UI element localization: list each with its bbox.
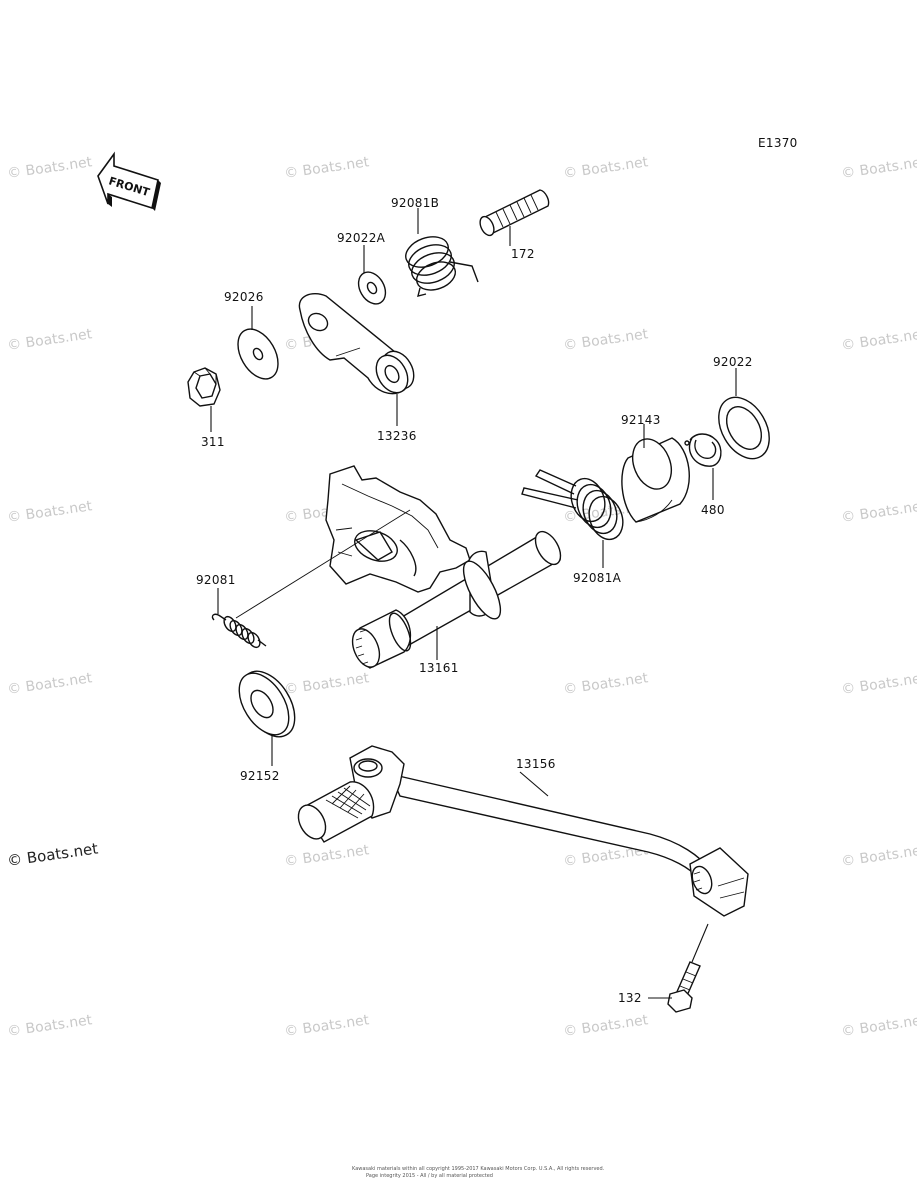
leader-13156 (519, 771, 549, 797)
pin-172 (479, 189, 550, 237)
seal-92152 (238, 670, 296, 738)
callout-92143: 92143 (621, 413, 661, 427)
footer-copyright-line2: Page integrity 2015 - All / by all mater… (366, 1173, 493, 1179)
spring-92081A (521, 469, 624, 541)
callout-172: 172 (511, 247, 535, 261)
spring-92081 (211, 613, 267, 649)
watermark: © Boats.net (562, 1012, 649, 1040)
watermark: © Boats.net (562, 154, 649, 182)
watermark: © Boats.net (6, 498, 93, 526)
collar-92143 (621, 437, 690, 523)
callout-13236: 13236 (377, 429, 417, 443)
footer-copyright: Kawasaki materials within all copyright … (352, 1166, 605, 1172)
watermark: © Boats.net (562, 326, 649, 354)
spring-92081B (405, 236, 479, 297)
watermark: © Boats.net (840, 670, 917, 698)
callout-13161: 13161 (419, 661, 459, 675)
callout-92152: 92152 (240, 769, 280, 783)
bolt-132 (667, 961, 701, 1013)
watermark: © Boats.net (840, 154, 917, 182)
watermark: © Boats.net (562, 670, 649, 698)
callout-92022: 92022 (713, 355, 753, 369)
leader-132-upper (691, 923, 709, 963)
watermark-dark: © Boats.net (6, 839, 99, 870)
watermark: © Boats.net (283, 842, 370, 870)
watermark: © Boats.net (840, 498, 917, 526)
watermark: © Boats.net (283, 670, 370, 698)
callout-92026: 92026 (224, 290, 264, 304)
shift-pedal-13156 (297, 745, 749, 917)
callout-92022A: 92022A (337, 231, 386, 245)
shift-lever-13236 (298, 292, 415, 395)
watermark: © Boats.net (6, 326, 93, 354)
callout-92081B: 92081B (391, 196, 439, 210)
washer-92026 (237, 328, 279, 380)
diagram-code: E1370 (758, 136, 798, 150)
washer-92022A (357, 271, 387, 305)
callout-92081: 92081 (196, 573, 236, 587)
nut-311 (187, 367, 221, 407)
front-arrow-icon: FRONT (97, 151, 161, 211)
callout-92081A: 92081A (573, 571, 622, 585)
callout-480: 480 (701, 503, 725, 517)
watermark: © Boats.net (6, 670, 93, 698)
watermark: © Boats.net (840, 326, 917, 354)
watermark: © Boats.net (283, 1012, 370, 1040)
watermark: © Boats.net (840, 842, 917, 870)
shift-shaft-13161 (235, 465, 562, 669)
washer-92022 (718, 396, 770, 460)
callout-311: 311 (201, 435, 225, 449)
watermark: © Boats.net (6, 154, 93, 182)
callout-13156: 13156 (516, 757, 556, 771)
callout-132: 132 (618, 991, 642, 1005)
watermark: © Boats.net (6, 1012, 93, 1040)
circlip-480 (684, 433, 722, 467)
watermark: © Boats.net (283, 154, 370, 182)
watermark: © Boats.net (840, 1012, 917, 1040)
